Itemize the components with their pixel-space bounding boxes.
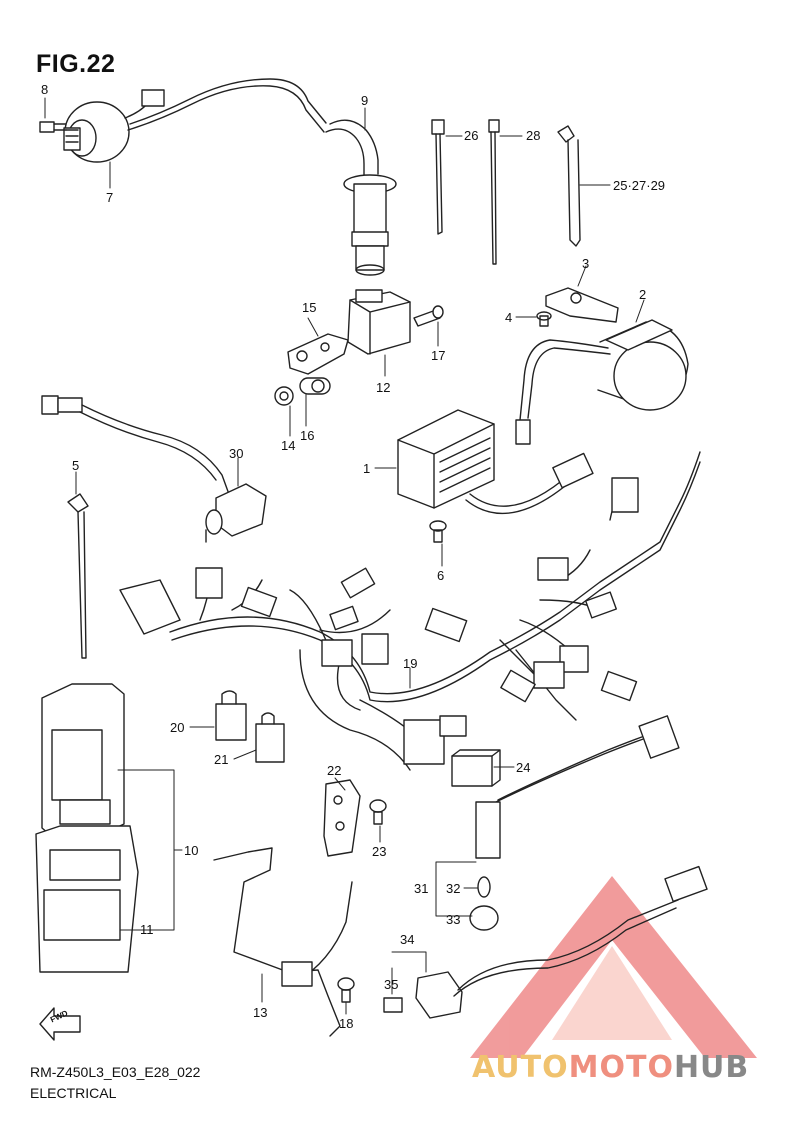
fwd-arrow-icon <box>39 1007 81 1041</box>
capacitor-bracket <box>545 287 619 323</box>
relay-bracket <box>274 333 349 406</box>
coil-bolt <box>39 121 67 133</box>
cable-tie-28 <box>488 119 500 265</box>
callout-34: 34 <box>400 932 415 947</box>
fuse-holder-24 <box>451 749 501 787</box>
engine-stop-switch <box>41 395 267 543</box>
callout-14: 14 <box>281 438 296 453</box>
watermark-part1: AUTO <box>472 1050 569 1085</box>
socket-31 <box>475 715 680 859</box>
callout-5: 5 <box>72 458 80 473</box>
watermark-part3: HUB <box>673 1050 750 1085</box>
callout-19: 19 <box>403 656 418 671</box>
callout-26: 26 <box>464 128 479 143</box>
callout-18: 18 <box>339 1016 354 1031</box>
callout-21: 21 <box>214 752 229 767</box>
callout-25-27-29: 25·27·29 <box>613 178 666 193</box>
relay-bolt <box>413 305 444 327</box>
callout-2: 2 <box>639 287 647 302</box>
cable-tie-26 <box>431 119 445 235</box>
callout-24: 24 <box>516 760 531 775</box>
connector-20 <box>215 690 247 741</box>
regulator-rectifier <box>397 409 594 515</box>
bolt-23 <box>369 799 387 825</box>
callout-8: 8 <box>41 82 49 97</box>
callout-1: 1 <box>363 461 371 476</box>
callout-9: 9 <box>361 93 369 108</box>
callout-17: 17 <box>431 348 446 363</box>
fuse-35 <box>383 997 403 1013</box>
bracket-22 <box>323 779 361 857</box>
callout-28: 28 <box>526 128 541 143</box>
callout-33: 33 <box>446 912 461 927</box>
grommet-33 <box>469 905 499 931</box>
ecm <box>41 683 125 839</box>
callout-35: 35 <box>384 977 399 992</box>
callout-15: 15 <box>302 300 317 315</box>
spark-plug-cap <box>325 119 397 276</box>
callout-4: 4 <box>505 310 513 325</box>
callout-3: 3 <box>582 256 590 271</box>
figure-title: FIG.22 <box>36 50 116 78</box>
callout-10: 10 <box>184 843 199 858</box>
bulb-32 <box>477 876 491 898</box>
fuse-box-34 <box>415 865 708 1019</box>
callout-32: 32 <box>446 881 461 896</box>
watermark-part2: MOTO <box>568 1050 674 1085</box>
callout-20: 20 <box>170 720 185 735</box>
callout-11: 11 <box>140 922 154 937</box>
callout-22: 22 <box>327 763 342 778</box>
wire-bracket-13 <box>213 847 353 1037</box>
callout-13: 13 <box>253 1005 268 1020</box>
cable-tie-5 <box>67 493 89 659</box>
regulator-bolt <box>429 520 447 543</box>
section-name: ELECTRICAL <box>30 1085 117 1101</box>
bolt-18 <box>337 977 355 1003</box>
callout-16: 16 <box>300 428 315 443</box>
callout-7: 7 <box>106 190 114 205</box>
callout-6: 6 <box>437 568 445 583</box>
ignition-coil <box>63 78 327 163</box>
ecm-holder <box>35 825 139 973</box>
bracket-bolt <box>536 311 552 327</box>
watermark-logo: AUTOMOTOHUB <box>472 1050 749 1085</box>
model-code: RM-Z450L3_E03_E28_022 <box>30 1064 201 1080</box>
cable-tie-25 <box>557 125 581 247</box>
connector-21 <box>255 712 285 763</box>
callout-12: 12 <box>376 380 391 395</box>
capacitor <box>515 319 689 445</box>
callout-23: 23 <box>372 844 387 859</box>
wiring-harness <box>119 451 701 771</box>
relay <box>347 289 411 355</box>
callout-31: 31 <box>414 881 429 896</box>
callout-30: 30 <box>229 446 244 461</box>
